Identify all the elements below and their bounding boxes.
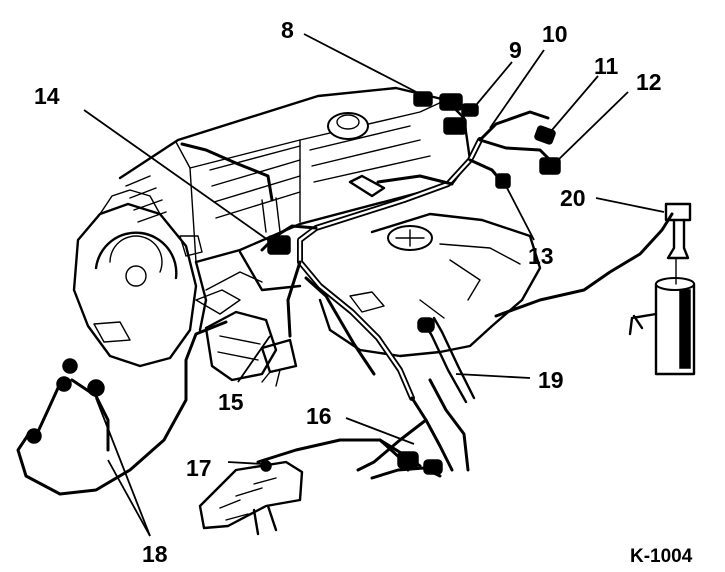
callout-17: 17 (186, 455, 212, 481)
leader-lines (83, 33, 665, 537)
callout-13: 13 (528, 243, 554, 269)
callout-14: 14 (34, 83, 60, 109)
callout-19: 19 (538, 367, 564, 393)
callout-18: 18 (142, 541, 168, 567)
callout-20: 20 (560, 185, 586, 211)
lower-harness-bracket (198, 438, 443, 536)
left-sensor-harness (16, 320, 228, 496)
callout-16: 16 (306, 403, 332, 429)
connectors-top (267, 91, 561, 255)
engine-block (72, 86, 542, 387)
callout-8: 8 (281, 17, 294, 43)
callout-11: 11 (594, 53, 619, 79)
callout-9: 9 (509, 37, 522, 63)
vacuum-pipe (417, 316, 476, 404)
callout-10: 10 (542, 21, 568, 47)
main-harness (180, 110, 674, 472)
canister-component (628, 202, 696, 376)
callout-15: 15 (218, 389, 244, 415)
figure-reference-code: K-1004 (630, 546, 693, 567)
callout-labels: 8 9 10 11 12 13 14 15 16 17 18 19 20 (34, 17, 662, 567)
callout-12: 12 (636, 69, 662, 95)
